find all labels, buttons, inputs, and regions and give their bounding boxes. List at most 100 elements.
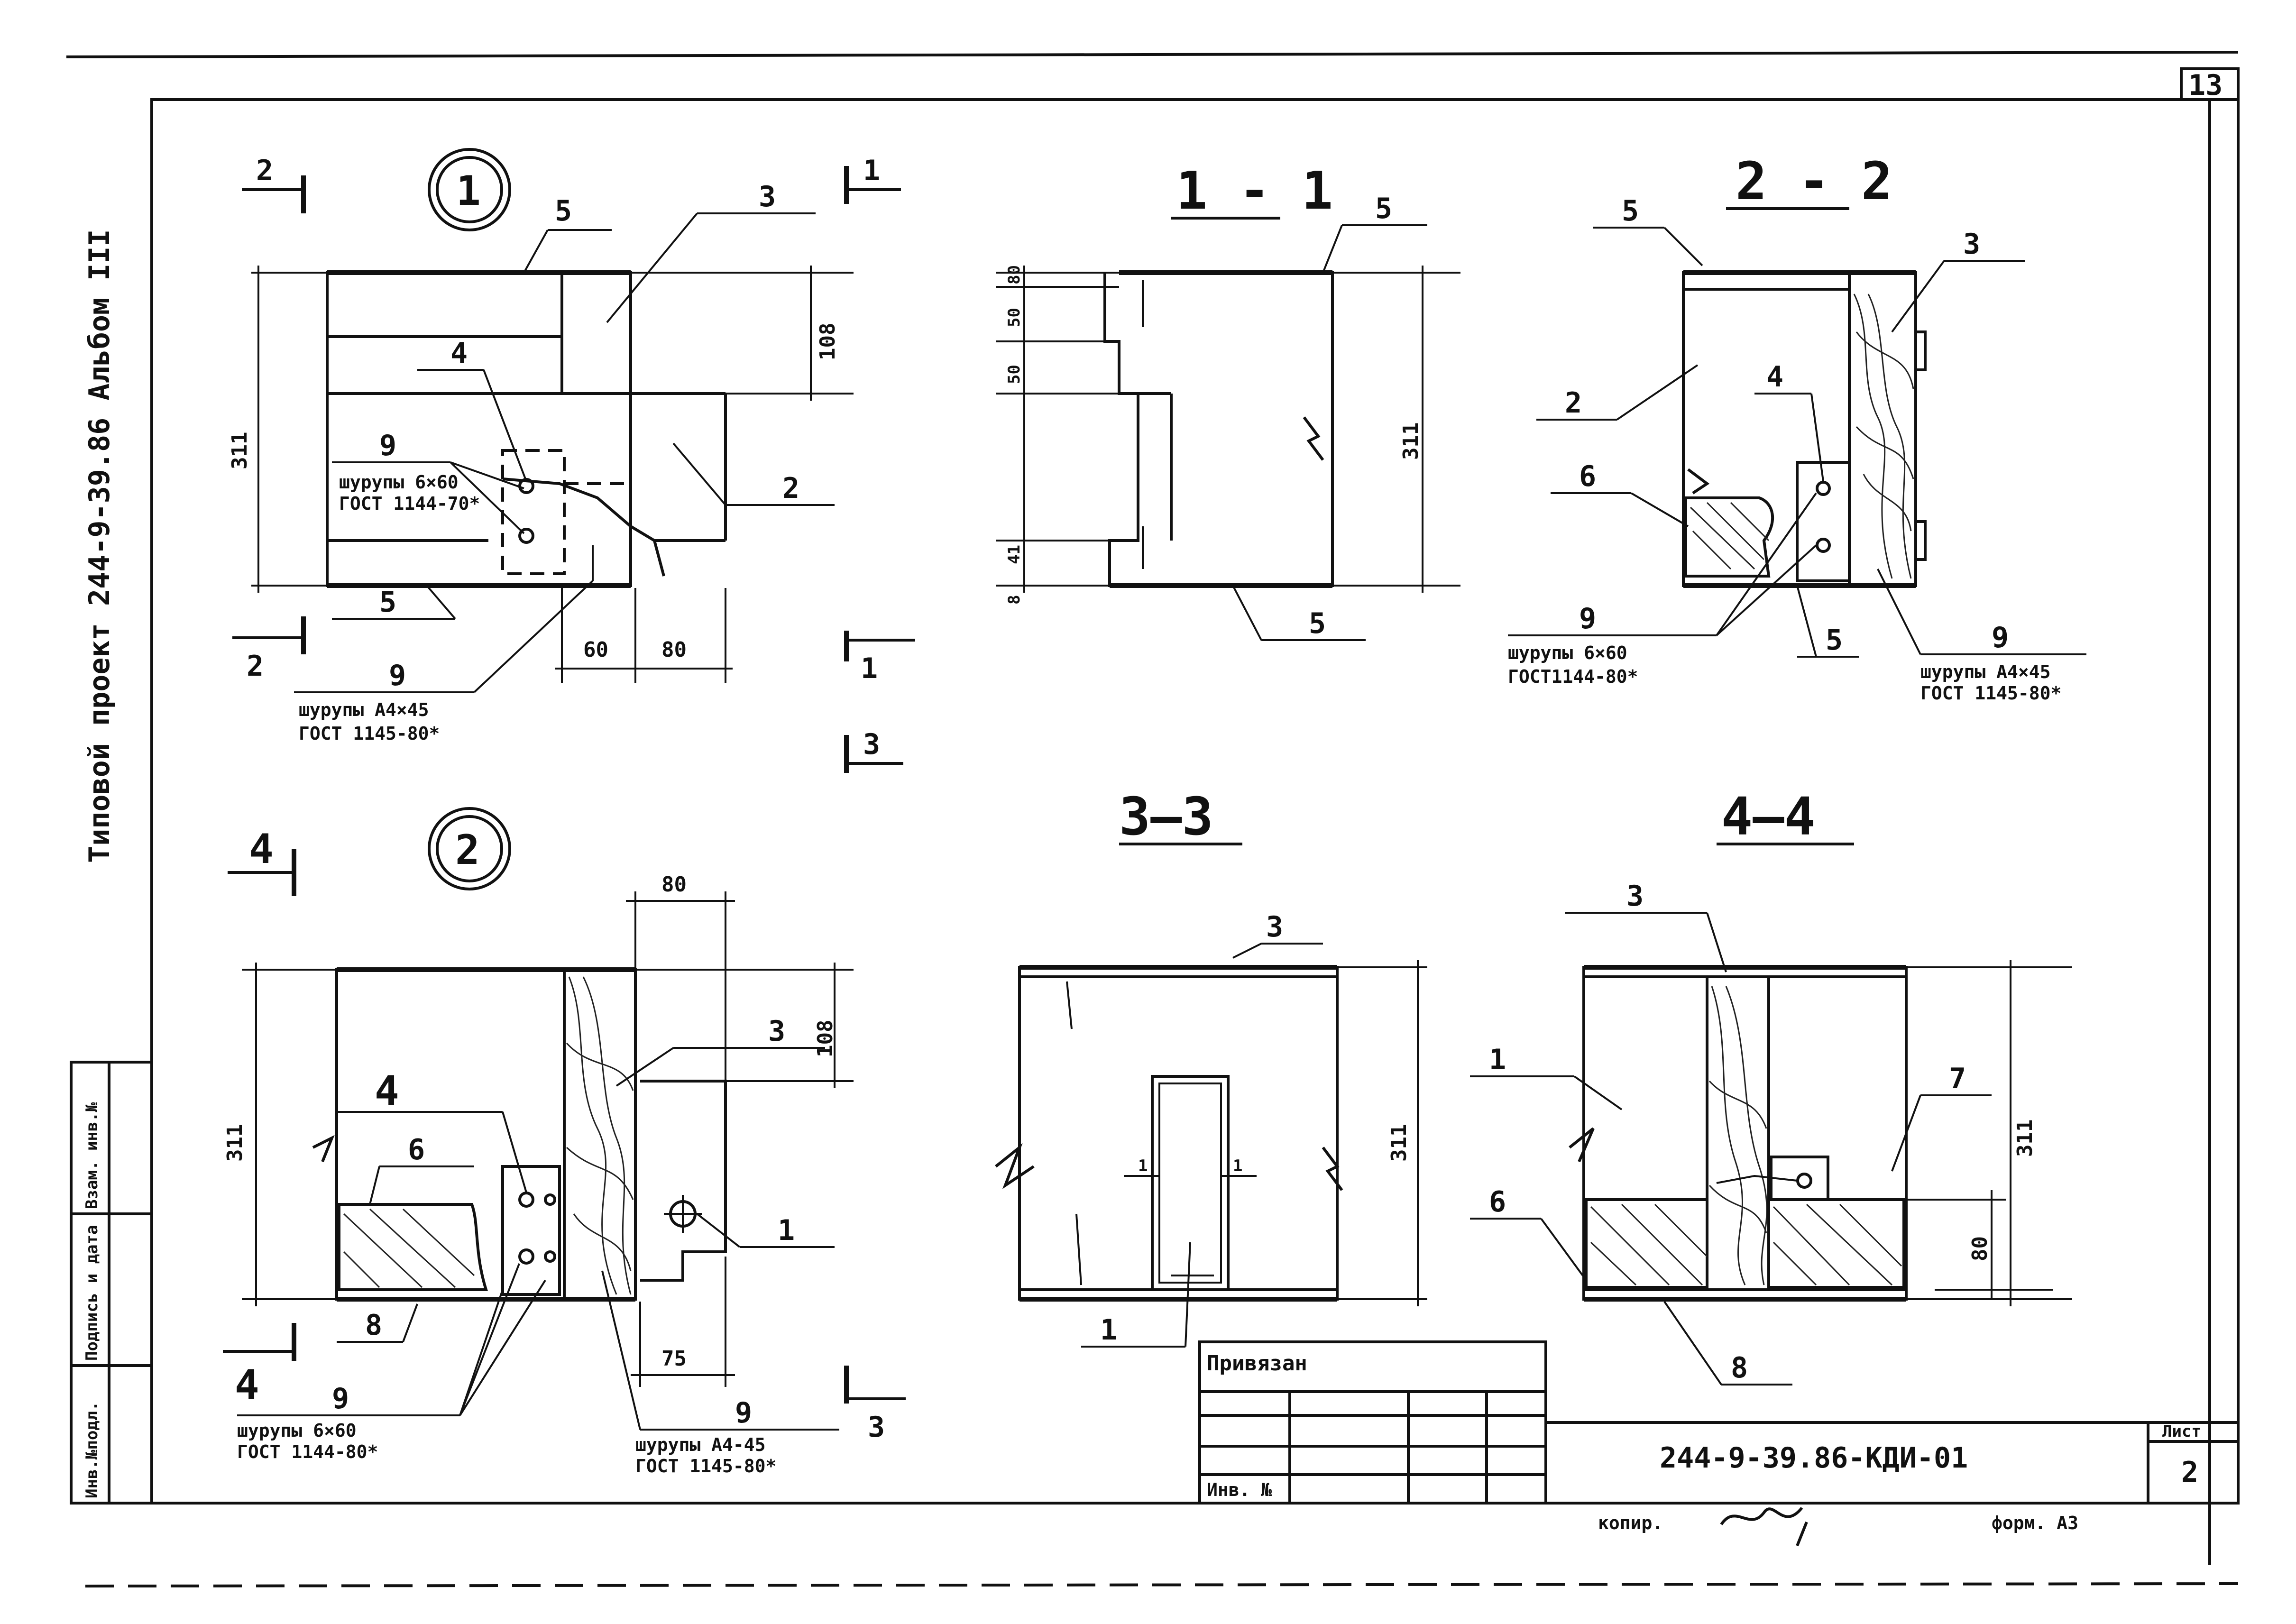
node2-note-a-line2: ГОСТ 1144-80* — [237, 1441, 378, 1462]
cut-4-bottom: 4 — [235, 1361, 259, 1409]
sec22-callout-2: 2 — [1565, 386, 1582, 420]
format-label: форм. А3 — [1992, 1513, 2078, 1533]
sec22-title: 2 - 2 — [1736, 151, 1892, 211]
stamp-replace: Взам. инв.№ — [83, 1102, 101, 1209]
section-4-4-view: 4—4 311 80 3 — [1470, 786, 2072, 1385]
sec11-dim-80: 80 — [1005, 265, 1024, 284]
node2-wood-grain — [566, 976, 634, 1295]
cut-3-bottom: 3 — [868, 1411, 885, 1444]
sec11-callout-5-top: 5 — [1375, 192, 1392, 225]
sheet-frame: 13 — [66, 51, 2240, 1587]
sec22-note-a-line2: ГОСТ1144-80* — [1508, 666, 1638, 687]
node2-note-a-line1: шурупы 6×60 — [237, 1420, 357, 1441]
title-list-label: Лист — [2162, 1422, 2201, 1441]
title-list-number: 2 — [2181, 1456, 2198, 1489]
node1-callout-9-a: 9 — [379, 429, 396, 462]
node2-dim-75: 75 — [661, 1347, 687, 1371]
sec44-callout-3: 3 — [1626, 880, 1644, 913]
sec11-dim-50a: 50 — [1005, 308, 1024, 327]
node1-callout-5-bottom: 5 — [379, 586, 396, 619]
title-bound-label: Привязан — [1207, 1351, 1307, 1376]
node2-callout-4: 4 — [375, 1067, 399, 1115]
node2-note-b-line1: шурупы А4-45 — [635, 1434, 766, 1455]
sec33-callout-3: 3 — [1266, 910, 1283, 944]
section-3-3-view: 3—3 1 1 311 3 1 — [995, 786, 1427, 1348]
node1-dim-311: 311 — [228, 432, 252, 469]
sec22-callout-3: 3 — [1963, 228, 1980, 261]
sec22-note-b-line2: ГОСТ 1145-80* — [1920, 683, 2061, 704]
node1-dim-60: 60 — [583, 638, 608, 662]
cut-2-top: 2 — [256, 154, 273, 187]
node1-note-b-line2: ГОСТ 1145-80* — [299, 723, 440, 744]
sec44-dim-80: 80 — [1968, 1236, 1992, 1261]
sec44-wood-grain — [1708, 986, 1768, 1285]
sec11-dim-311: 311 — [1399, 422, 1423, 460]
node1-callout-5-top: 5 — [555, 194, 572, 228]
node-1-view: 1 2 2 1 1 3 3 — [228, 148, 915, 773]
node2-callout-9-a: 9 — [332, 1382, 349, 1415]
sec44-callout-8: 8 — [1731, 1351, 1748, 1385]
copyist-signature — [1720, 1507, 1808, 1547]
cut-1-bottom: 1 — [861, 652, 878, 685]
node2-callout-3: 3 — [768, 1015, 785, 1048]
title-inv-label: Инв. № — [1207, 1479, 1272, 1500]
sec33-dim-311: 311 — [1387, 1124, 1411, 1162]
sec22-callout-4: 4 — [1766, 360, 1783, 394]
section-1-1-view: 1 - 1 80 50 50 41 8 311 5 5 — [996, 160, 1460, 641]
sec11-title: 1 - 1 — [1176, 160, 1333, 221]
sec44-callout-7: 7 — [1949, 1062, 1966, 1095]
cut-1-top: 1 — [863, 154, 880, 187]
sec22-wood-grain — [1853, 294, 1914, 579]
node1-callout-3: 3 — [759, 180, 776, 213]
node2-dim-80: 80 — [661, 872, 687, 897]
node1-callout-4: 4 — [450, 337, 468, 370]
node1-callout-9-b: 9 — [389, 659, 406, 692]
sec44-title: 4—4 — [1721, 786, 1816, 847]
sec11-dim-50b: 50 — [1005, 365, 1024, 384]
sec22-callout-6: 6 — [1579, 460, 1596, 493]
cut-4-top: 4 — [249, 826, 274, 873]
node-2-view: 2 4 4 3 — [223, 807, 906, 1477]
sec22-callout-5-bottom: 5 — [1826, 624, 1843, 657]
sec11-dim-41: 41 — [1005, 545, 1024, 564]
title-code: 244-9-39.86-КДИ-01 — [1660, 1441, 1968, 1475]
sec44-dim-311: 311 — [2013, 1119, 2037, 1157]
sec33-dim-1-right: 1 — [1233, 1156, 1242, 1175]
node2-callout-9-b: 9 — [735, 1396, 752, 1430]
node1-callout-2: 2 — [782, 472, 799, 505]
cut-3-mark: 3 — [863, 728, 880, 761]
section-2-2-view: 2 - 2 5 3 2 4 — [1508, 151, 2086, 704]
sec33-callout-1: 1 — [1100, 1313, 1117, 1347]
side-stamp: Инв.№подл. Подпись и дата Взам. инв.№ — [70, 1061, 153, 1505]
stamp-sign: Подпись и дата — [83, 1225, 101, 1361]
node2-note-b-line2: ГОСТ 1145-80* — [635, 1456, 776, 1477]
sec22-callout-5-top: 5 — [1622, 194, 1639, 228]
node1-note-a-line2: ГОСТ 1144-70* — [339, 493, 480, 514]
node2-dim-108: 108 — [813, 1020, 837, 1057]
sec33-dim-1-left: 1 — [1138, 1156, 1148, 1175]
copy-label: копир. — [1598, 1513, 1663, 1533]
sec44-callout-1: 1 — [1489, 1043, 1506, 1076]
node2-callout-1: 1 — [778, 1214, 795, 1247]
sec22-callout-9-b: 9 — [1992, 621, 2009, 654]
node1-note-a-line1: шурупы 6×60 — [339, 472, 459, 493]
node2-dim-311: 311 — [223, 1124, 247, 1162]
title-block: Привязан Инв. № 244-9-39.86-КДИ-01 Лист … — [1198, 1340, 2238, 1547]
sec11-callout-5-bottom: 5 — [1309, 607, 1326, 640]
stamp-inv: Инв.№подл. — [83, 1401, 101, 1498]
cut-2-bottom: 2 — [247, 650, 264, 683]
sec11-dim-8: 8 — [1005, 595, 1024, 605]
sec22-note-b-line1: шурупы А4×45 — [1920, 661, 2051, 682]
node2-callout-6: 6 — [408, 1133, 425, 1166]
sec22-note-a-line1: шурупы 6×60 — [1508, 642, 1627, 663]
node2-callout-8: 8 — [365, 1309, 382, 1342]
sec44-callout-6: 6 — [1489, 1185, 1506, 1219]
node1-note-b-line1: шурупы А4×45 — [299, 699, 429, 720]
sheet-number: 13 — [2188, 69, 2223, 102]
sec33-title: 3—3 — [1119, 786, 1213, 847]
side-title: Типовой проект 244-9-39.86 Альбом III — [83, 229, 116, 863]
node1-dim-80: 80 — [661, 638, 687, 662]
node1-dim-108: 108 — [816, 323, 840, 360]
node-1-marker: 1 — [456, 167, 481, 215]
